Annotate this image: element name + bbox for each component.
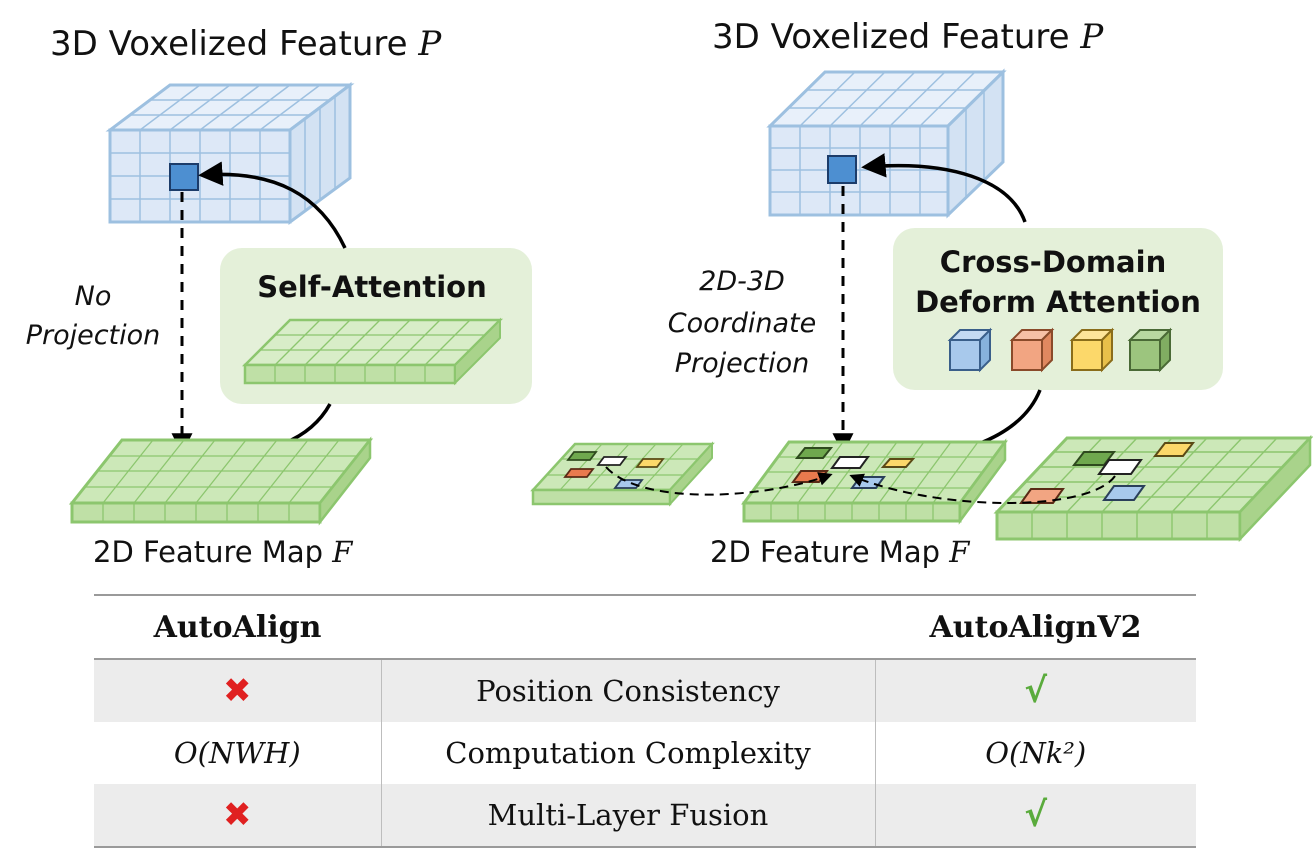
- table-row: ✖ Multi-Layer Fusion √: [94, 784, 1196, 847]
- right-voxel-cube: [766, 68, 1007, 219]
- comparison-table: AutoAlign AutoAlignV2 ✖ Position Consist…: [94, 594, 1196, 848]
- left-projection-line-1: No: [75, 281, 112, 312]
- right-feature-map: [741, 438, 1008, 525]
- row-0-left: ✖: [94, 659, 381, 722]
- right-projection-line-3: Projection: [675, 348, 810, 379]
- check-icon: √: [1024, 795, 1048, 835]
- right-attention-arrow: [861, 153, 1027, 223]
- right-feature-title: 2D Feature Map F: [710, 535, 970, 569]
- left-map-link-arrow: [605, 466, 833, 496]
- architecture-diagram: 3D Voxelized Feature P No Projection Sel…: [26, 17, 1313, 569]
- row-0-metric: Position Consistency: [380, 659, 876, 722]
- yellow-cube-icon: [1069, 327, 1115, 373]
- header-autoalign: AutoAlign: [153, 609, 322, 645]
- feature-map-small-left: [530, 441, 715, 507]
- left-feature-map: [68, 436, 374, 526]
- right-voxel-title: 3D Voxelized Feature P: [712, 17, 1104, 57]
- row-2-left: ✖: [94, 784, 381, 847]
- right-query-voxel: [827, 155, 857, 184]
- table-header-row: AutoAlign AutoAlignV2: [94, 595, 1196, 659]
- right-map-link-arrow: [849, 473, 1116, 504]
- table-row: O(NWH) Computation Complexity O(Nk²): [94, 722, 1196, 784]
- complexity-autoalign: O(NWH): [173, 736, 301, 770]
- left-projection-line-2: Projection: [26, 320, 161, 351]
- right-attention-line-2: Deform Attention: [915, 285, 1201, 319]
- table-row: ✖ Position Consistency √: [94, 659, 1196, 722]
- left-attention-label: Self-Attention: [257, 270, 487, 304]
- row-2-right: √: [875, 784, 1196, 847]
- green-cube-icon: [1127, 327, 1173, 373]
- row-1-right: O(Nk²): [875, 722, 1196, 784]
- feature-map-large-right: [993, 434, 1313, 543]
- right-projection-line-1: 2D-3D: [699, 266, 785, 297]
- left-attention-arrow: [198, 161, 347, 249]
- left-query-voxel: [169, 163, 199, 191]
- header-spacer: [381, 595, 875, 659]
- left-voxel-cube: [105, 82, 355, 225]
- blue-cube-icon: [947, 327, 993, 373]
- complexity-autoalignv2: O(Nk²): [985, 736, 1087, 770]
- cross-icon: ✖: [223, 671, 252, 711]
- row-1-metric: Computation Complexity: [380, 722, 876, 784]
- row-0-right: √: [875, 659, 1196, 722]
- right-projection-line-2: Coordinate: [668, 308, 817, 339]
- left-voxel-title: 3D Voxelized Feature P: [50, 24, 442, 64]
- header-autoalignv2: AutoAlignV2: [929, 609, 1142, 645]
- left-feature-title: 2D Feature Map F: [93, 535, 353, 569]
- check-icon: √: [1024, 671, 1048, 711]
- row-2-metric: Multi-Layer Fusion: [380, 784, 876, 847]
- offset-cubes: [947, 327, 1173, 373]
- row-1-left: O(NWH): [94, 722, 381, 784]
- right-attention-line-1: Cross-Domain: [940, 245, 1166, 279]
- left-attention-feature-slab: [241, 317, 504, 386]
- orange-cube-icon: [1009, 327, 1055, 373]
- cross-icon: ✖: [223, 795, 252, 835]
